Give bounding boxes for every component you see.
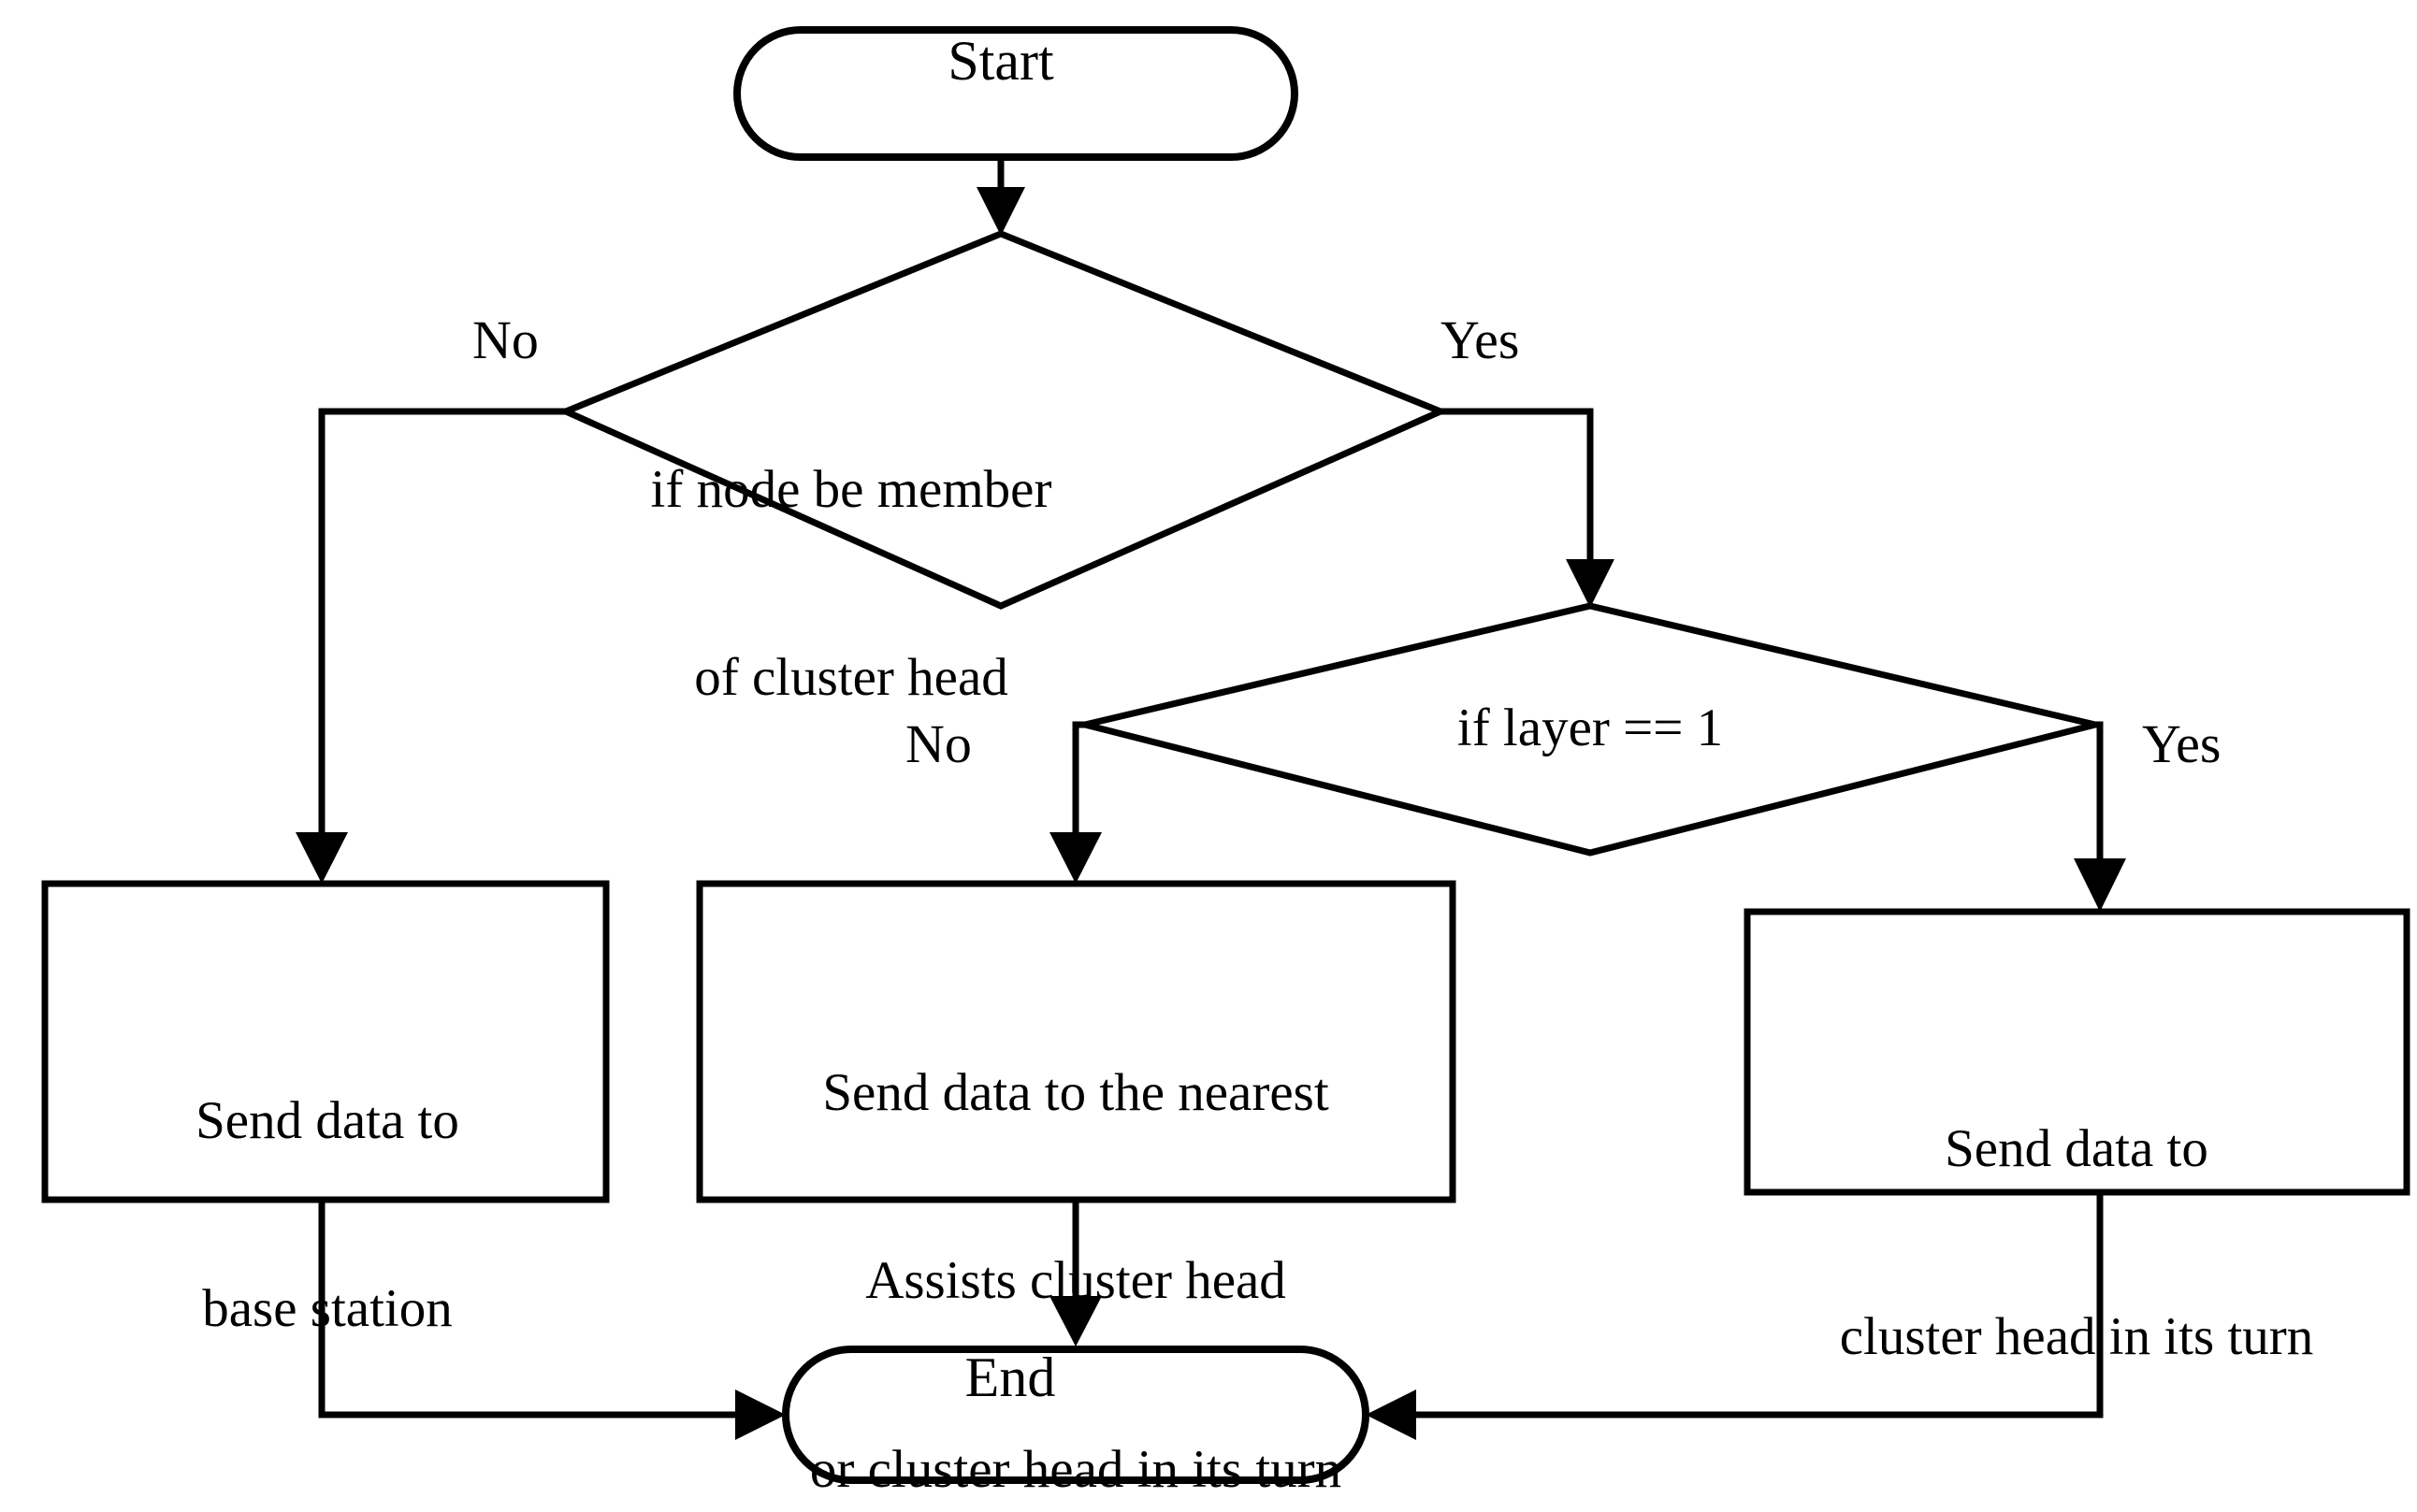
arrow-head-icon — [296, 832, 348, 884]
node-start-shape[interactable] — [733, 26, 1298, 161]
node-process-cluster-head-shape[interactable] — [1744, 908, 2410, 1196]
node-decision-layer-shape[interactable] — [1084, 602, 2096, 857]
edge-nearest-assist-to-end — [1049, 1200, 1102, 1346]
edge-start-to-decision-member — [977, 157, 1025, 236]
edge-layer-no-to-nearest-assist — [1049, 721, 1102, 884]
arrow-head-icon — [1566, 559, 1614, 608]
arrow-head-icon — [735, 1390, 786, 1440]
arrow-head-icon — [977, 187, 1025, 236]
arrow-head-icon — [1366, 1390, 1416, 1440]
arrow-head-icon — [2074, 858, 2126, 912]
node-end-shape[interactable] — [782, 1346, 1369, 1484]
edge-base-station-to-end — [318, 1200, 786, 1440]
edge-cluster-head-to-end — [1366, 1192, 2104, 1440]
edge-member-no-to-base-station — [296, 408, 566, 884]
node-process-base-station-shape[interactable] — [41, 880, 610, 1203]
edge-layer-yes-to-cluster-head — [2074, 721, 2126, 912]
edge-member-yes-to-decision-layer — [1440, 408, 1614, 608]
node-decision-member-shape[interactable] — [557, 230, 1449, 610]
node-process-nearest-assist-shape[interactable] — [696, 880, 1456, 1203]
arrow-head-icon — [1049, 832, 1102, 884]
arrow-head-icon — [1049, 1296, 1102, 1346]
